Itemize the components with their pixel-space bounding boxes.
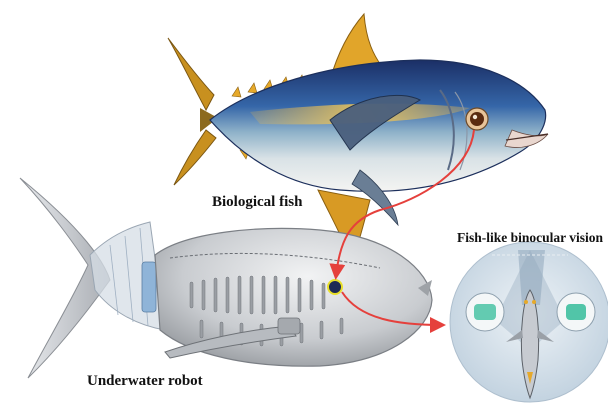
biological-fish-illustration — [168, 14, 548, 262]
binocular-vision-illustration — [450, 242, 608, 402]
label-biological-fish: Biological fish — [212, 194, 302, 211]
label-fish-like-binocular-vision: Fish-like binocular vision — [457, 230, 603, 246]
label-underwater-robot: Underwater robot — [87, 373, 203, 390]
